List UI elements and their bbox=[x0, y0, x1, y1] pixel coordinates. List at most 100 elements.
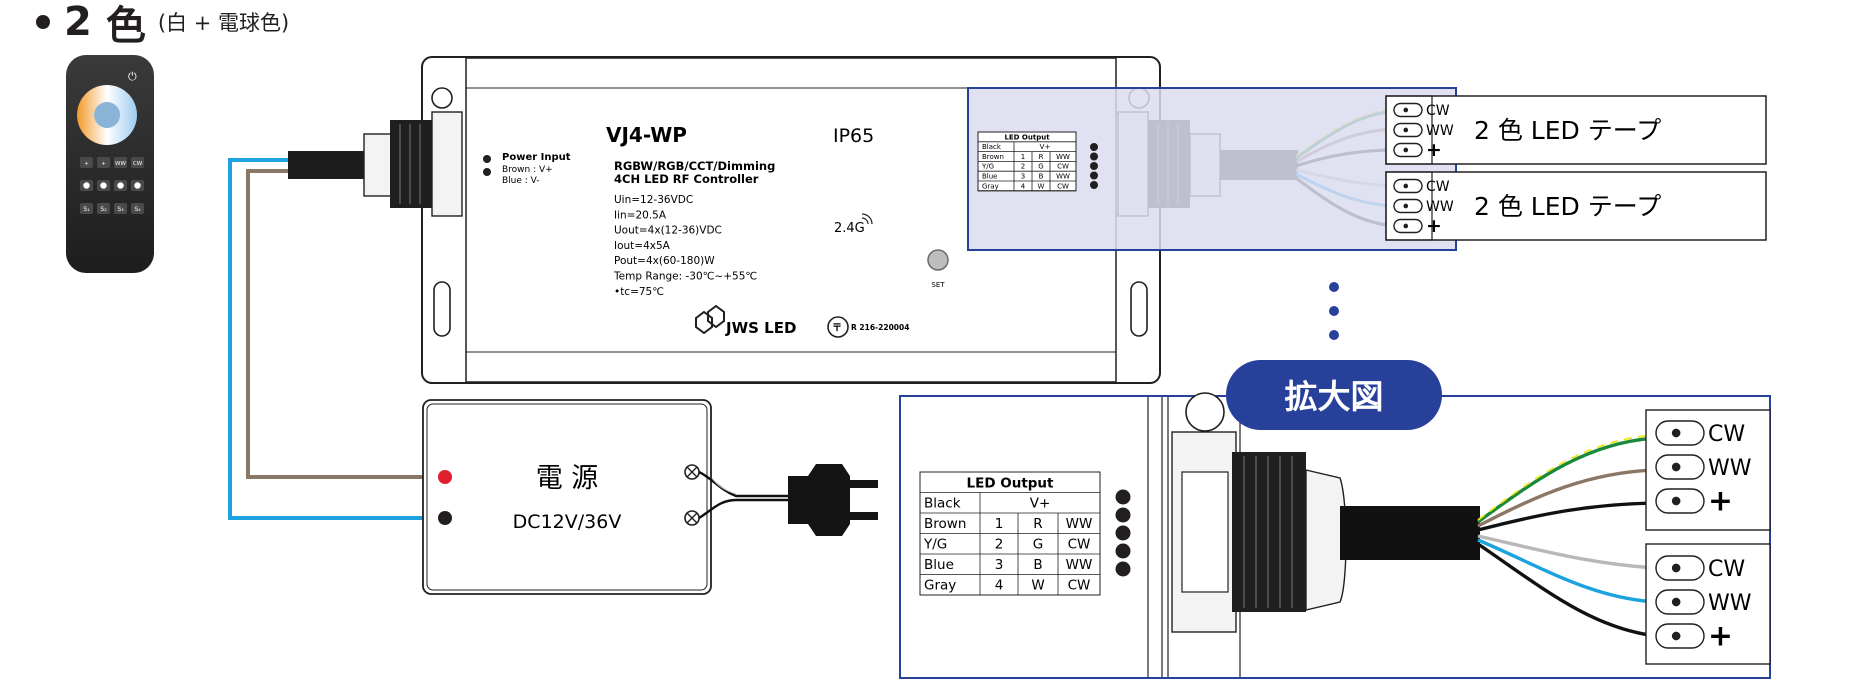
more-dot-icon bbox=[1329, 330, 1339, 340]
terminal-label: + bbox=[1708, 484, 1733, 519]
terminal-label: WW bbox=[1708, 591, 1752, 616]
spec-line: Pout=4x(60-180)W bbox=[614, 255, 715, 267]
remote-button-label: CW bbox=[133, 161, 143, 167]
power-supply-title: 電 源 bbox=[536, 463, 599, 494]
remote-button-label: S₁ bbox=[83, 206, 90, 213]
table-cell: WW bbox=[1066, 516, 1093, 532]
zoom-label: 拡大図 bbox=[1285, 377, 1384, 416]
wire-blue-input bbox=[228, 158, 448, 520]
terminal-positive-icon bbox=[438, 470, 452, 484]
input-cable bbox=[288, 151, 368, 179]
terminal-screw-icon bbox=[1403, 183, 1409, 189]
remote-button-icon bbox=[134, 182, 141, 189]
wireless-icon bbox=[861, 213, 873, 225]
remote-button-icon bbox=[100, 182, 107, 189]
output-terminal-dot-icon bbox=[1090, 152, 1098, 161]
table-cell: 1 bbox=[1021, 153, 1025, 161]
set-button bbox=[927, 249, 949, 271]
remote-button bbox=[131, 157, 144, 168]
color-wheel-icon bbox=[94, 102, 120, 128]
power-input-line: Blue : V- bbox=[502, 176, 540, 186]
table-cell: 2 bbox=[995, 537, 1004, 553]
remote-button-label: S₄ bbox=[134, 206, 141, 213]
terminal-screw-icon bbox=[1671, 597, 1681, 607]
table-cell: Gray bbox=[924, 578, 956, 594]
ac-plug-icon bbox=[698, 464, 878, 536]
power-supply-voltage: DC12V/36V bbox=[513, 511, 622, 533]
brand-logo-icon bbox=[695, 304, 725, 335]
table-cell: CW bbox=[1057, 163, 1069, 171]
terminal-label: WW bbox=[1426, 123, 1454, 139]
table-cell: 4 bbox=[1021, 182, 1026, 190]
spec-line: Uout=4x(12-36)VDC bbox=[614, 225, 722, 237]
set-label: SET bbox=[931, 281, 945, 289]
table-cell: Gray bbox=[982, 182, 999, 190]
remote-button bbox=[131, 203, 144, 214]
terminal-negative-icon bbox=[438, 511, 452, 525]
table-cell: 2 bbox=[1021, 163, 1025, 171]
table-cell: Y/G bbox=[923, 537, 947, 553]
remote-button-label: WW bbox=[115, 161, 126, 167]
spec-line: •tc=75℃ bbox=[614, 286, 664, 298]
controller-specs: Uin=12-36VDCIin=20.5AUout=4x(12-36)VDCIo… bbox=[613, 194, 757, 298]
power-supply: 電 源 DC12V/36V bbox=[422, 399, 712, 595]
cable-gland-left bbox=[363, 111, 463, 217]
remote-button-label: + bbox=[101, 161, 106, 167]
table-cell: 3 bbox=[995, 557, 1004, 573]
led-strip-2: 2 色 LED テープ bbox=[1385, 171, 1767, 241]
table-cell: G bbox=[1038, 163, 1043, 171]
bullet-icon bbox=[36, 15, 50, 29]
remote-button bbox=[97, 157, 110, 168]
spec-line: Iin=20.5A bbox=[614, 209, 667, 221]
table-cell: R bbox=[1033, 516, 1042, 532]
table-cell: Y/G bbox=[981, 163, 994, 171]
terminal-screw-icon bbox=[1671, 496, 1681, 506]
table-cell: Blue bbox=[982, 172, 998, 180]
terminal-screw-icon bbox=[1403, 147, 1409, 153]
terminal-dot-icon bbox=[483, 155, 491, 163]
led-strip-label: 2 色 LED テープ bbox=[1474, 116, 1661, 145]
table-cell: B bbox=[1039, 172, 1044, 180]
output-terminal-dot-icon bbox=[1090, 162, 1098, 170]
power-icon: ⏻ bbox=[128, 70, 137, 83]
output-terminal-dot-icon bbox=[1115, 489, 1131, 505]
terminal-label: CW bbox=[1426, 103, 1450, 119]
more-dot-icon bbox=[1329, 282, 1339, 292]
remote-button bbox=[114, 157, 127, 168]
ip-rating: IP65 bbox=[833, 125, 874, 147]
diagram-heading: 2 色 (白 + 電球色) bbox=[36, 0, 290, 49]
table-cell: Brown bbox=[924, 516, 966, 532]
controller-model: VJ4-WP bbox=[606, 123, 687, 147]
certification-number: R 216-220004 bbox=[851, 323, 909, 332]
terminal-dot-icon bbox=[483, 168, 491, 176]
table-cell: Black bbox=[924, 496, 961, 512]
table-cell: V+ bbox=[1040, 143, 1051, 151]
wire-brown-input bbox=[246, 169, 448, 479]
remote-button bbox=[80, 157, 93, 168]
rf-label: 2.4G bbox=[834, 221, 865, 236]
remote-button bbox=[80, 203, 93, 214]
output-terminal-dot-icon bbox=[1090, 143, 1098, 151]
table-cell: CW bbox=[1068, 578, 1091, 594]
output-terminal-dot-icon bbox=[1115, 561, 1131, 577]
table-cell: 1 bbox=[995, 516, 1004, 532]
brand-name: JWS LED bbox=[725, 319, 796, 337]
terminal-label: + bbox=[1426, 215, 1442, 237]
remote-button-icon bbox=[117, 182, 124, 189]
terminal-screw-icon bbox=[1403, 223, 1409, 229]
table-cell: 3 bbox=[1021, 172, 1025, 180]
table-cell: CW bbox=[1057, 182, 1069, 190]
table-cell: WW bbox=[1066, 557, 1093, 573]
output-wires-zoom bbox=[1476, 434, 1657, 638]
table-cell: W bbox=[1031, 578, 1044, 594]
certification-mark-glyph: 〒 bbox=[832, 322, 842, 334]
terminal-screw-icon bbox=[1403, 127, 1409, 133]
table-cell: V+ bbox=[1030, 496, 1051, 512]
heading-note: (白 + 電球色) bbox=[157, 11, 290, 35]
power-input-title: Power Input bbox=[502, 152, 571, 163]
table-title: LED Output bbox=[1004, 133, 1050, 141]
remote-button-icon bbox=[83, 182, 90, 189]
terminal-screw-icon bbox=[1671, 563, 1681, 573]
